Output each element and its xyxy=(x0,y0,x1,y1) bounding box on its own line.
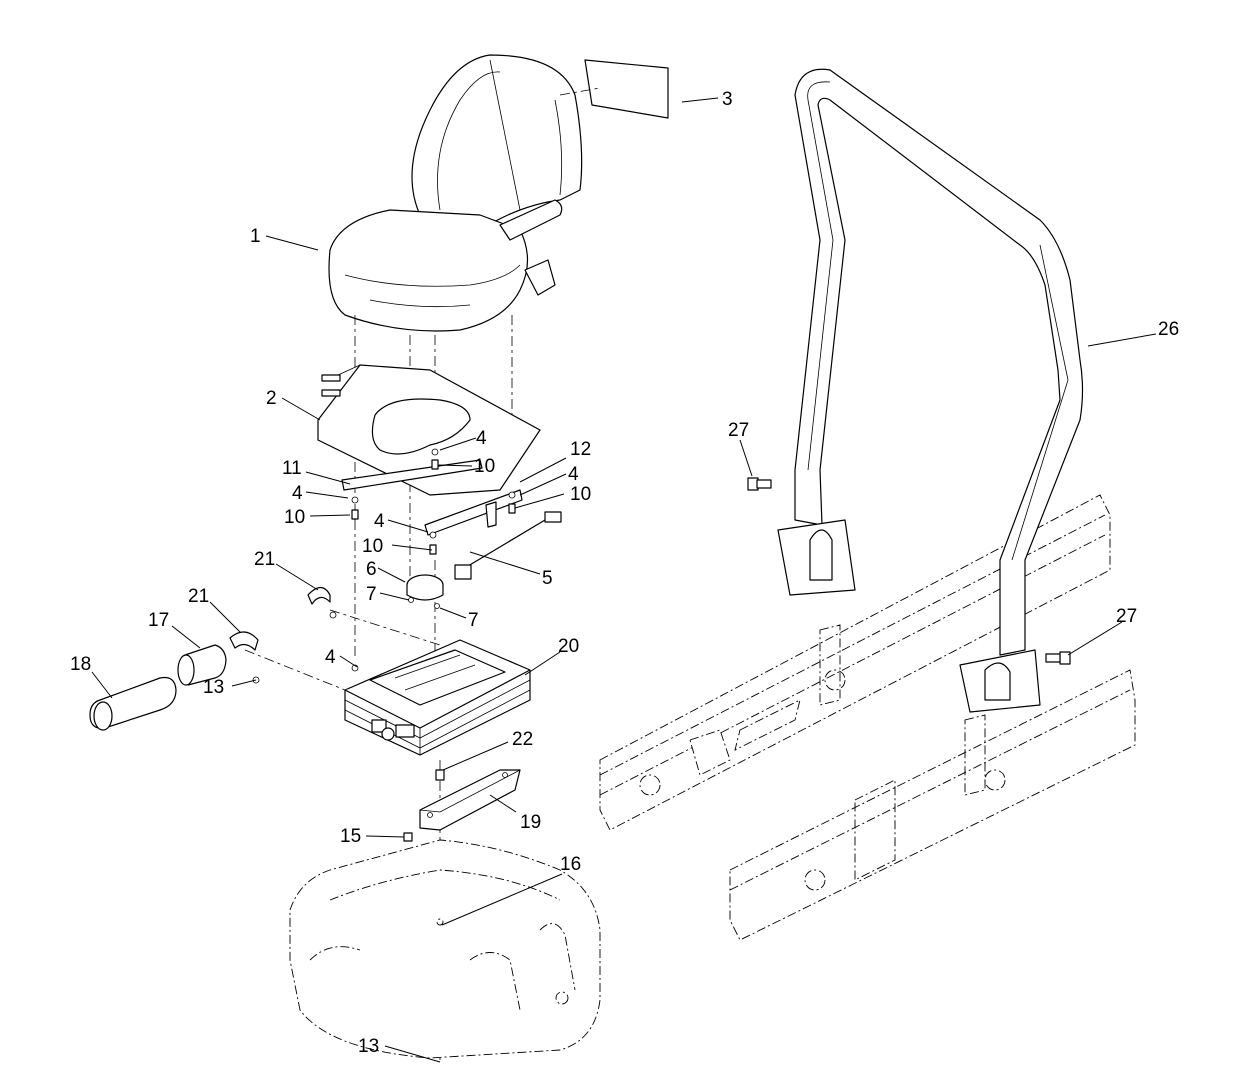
callout-16: 16 xyxy=(560,854,581,875)
callout-4d: 4 xyxy=(374,511,385,532)
callout-10c: 10 xyxy=(570,484,591,505)
callout-2: 2 xyxy=(266,388,277,409)
callout-5: 5 xyxy=(542,568,553,589)
callout-labels: 1 2 3 4 4 4 4 4 5 6 7 7 10 10 10 10 11 1… xyxy=(70,89,1179,1057)
mount-bracket xyxy=(403,769,521,842)
callout-4a: 4 xyxy=(476,428,487,449)
callout-12: 12 xyxy=(570,439,591,460)
switch-harness xyxy=(406,511,562,609)
callout-7a: 7 xyxy=(366,584,377,605)
callout-10b: 10 xyxy=(284,507,305,528)
callout-4e: 4 xyxy=(325,647,336,668)
seat xyxy=(328,54,669,332)
washers-and-screws xyxy=(351,448,516,555)
callout-3: 3 xyxy=(722,89,733,110)
callout-19: 19 xyxy=(520,812,541,833)
callout-17: 17 xyxy=(148,610,169,631)
callout-27a: 27 xyxy=(728,420,749,441)
callout-20: 20 xyxy=(558,636,579,657)
callout-13a: 13 xyxy=(203,677,224,698)
callout-13b: 13 xyxy=(358,1036,379,1057)
bolt-27-right xyxy=(1045,651,1071,665)
callout-11: 11 xyxy=(282,458,302,479)
rops-bar xyxy=(777,68,1084,713)
callout-1: 1 xyxy=(250,226,261,247)
callout-21a: 21 xyxy=(254,549,275,570)
callout-10d: 10 xyxy=(362,536,383,557)
cup-holder-parts xyxy=(89,586,337,731)
callout-15: 15 xyxy=(340,826,361,847)
callout-26: 26 xyxy=(1158,319,1179,340)
bolt-27-left xyxy=(747,477,772,491)
slide-rail-12 xyxy=(424,489,523,536)
callout-7b: 7 xyxy=(468,610,479,631)
callout-22: 22 xyxy=(512,729,533,750)
fuel-tank-ghost xyxy=(289,839,601,1059)
callout-18: 18 xyxy=(70,654,91,675)
callout-27b: 27 xyxy=(1116,606,1137,627)
callout-4b: 4 xyxy=(292,483,303,504)
seat-suspension xyxy=(344,639,531,756)
frame-rails xyxy=(599,494,1136,941)
callout-10a: 10 xyxy=(474,456,495,477)
callout-4c: 4 xyxy=(568,464,579,485)
seat-pan xyxy=(317,364,541,496)
callout-6: 6 xyxy=(366,559,377,580)
callout-21b: 21 xyxy=(188,586,209,607)
leader-lines xyxy=(91,97,1157,1063)
